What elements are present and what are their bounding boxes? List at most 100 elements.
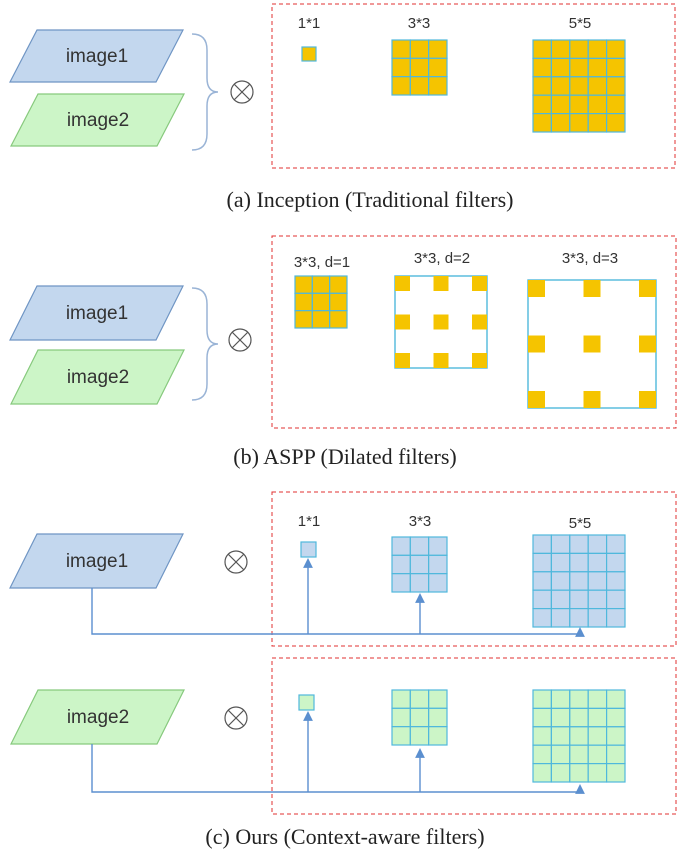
kernel-cell	[550, 76, 571, 96]
filter-label-3x3: 3*3	[408, 15, 431, 32]
kernel-cell	[428, 726, 448, 746]
kernel-cell	[605, 762, 626, 783]
dilated-kernel-cell	[472, 314, 487, 330]
filter-label-d3: 3*3, d=3	[562, 250, 618, 267]
generator-arrows-image2	[91, 711, 585, 794]
filter-grid-1x1	[301, 46, 317, 62]
kernel-cell	[569, 57, 589, 78]
kernel-cell	[587, 534, 608, 554]
kernel-cell	[550, 57, 571, 78]
filter-bank-box	[271, 3, 676, 169]
image1-label: image1	[66, 551, 128, 572]
kernel-cell	[569, 112, 589, 133]
kernel-cell	[605, 57, 626, 78]
dilated-kernel-cell	[433, 353, 449, 368]
dilated-filter-d2	[394, 275, 488, 369]
kernel-cell	[587, 112, 608, 133]
right-brace-icon	[191, 33, 219, 151]
circle-times-icon	[228, 328, 252, 352]
kernel-cell	[569, 744, 589, 765]
dilated-filter-d3	[527, 279, 657, 409]
kernel-cell	[550, 744, 571, 765]
kernel-cell	[605, 689, 626, 709]
kernel-cell	[569, 534, 589, 554]
kernel-cell	[391, 536, 411, 556]
image2-label: image2	[67, 110, 129, 131]
dilated-kernel-cell	[395, 353, 410, 368]
kernel-cell	[409, 39, 430, 59]
kernel-cell	[605, 607, 626, 628]
context-filter-1x1-image1	[300, 541, 317, 558]
kernel-cell	[550, 112, 571, 133]
kernel-cell	[409, 57, 430, 78]
kernel-cell	[605, 707, 626, 728]
kernel-cell	[550, 689, 571, 709]
kernel-cell	[587, 552, 608, 573]
image2-parallelogram: image2	[10, 93, 185, 147]
kernel-cell	[550, 39, 571, 59]
kernel-cell	[391, 39, 411, 59]
kernel-cell	[569, 762, 589, 783]
kernel-cell	[605, 534, 626, 554]
image2-label: image2	[67, 707, 129, 728]
kernel-cell	[605, 94, 626, 115]
generator-arrows-image1	[91, 558, 585, 637]
kernel-cell	[587, 57, 608, 78]
dilated-kernel-cell	[395, 276, 410, 291]
kernel-cell	[587, 744, 608, 765]
kernel-cell	[532, 39, 552, 59]
kernel-cell	[294, 275, 313, 294]
context-filter-5x5-image1	[532, 534, 626, 628]
image1-parallelogram: image1	[9, 29, 184, 83]
dilated-kernel-cell	[472, 276, 487, 291]
dilated-kernel-cell	[583, 335, 601, 353]
kernel-cell	[428, 76, 448, 96]
kernel-cell	[550, 607, 571, 628]
kernel-cell	[569, 607, 589, 628]
kernel-cell	[550, 726, 571, 746]
kernel-cell	[587, 76, 608, 96]
context-filter-5x5-image2	[532, 689, 626, 783]
kernel-cell	[391, 707, 411, 728]
caption-a: (a) Inception (Traditional filters)	[227, 187, 514, 212]
filter-bank-box-top	[271, 491, 677, 647]
kernel-cell	[298, 694, 315, 711]
circle-times-icon	[230, 80, 254, 104]
kernel-cell	[391, 726, 411, 746]
kernel-cell	[587, 589, 608, 610]
kernel-cell	[587, 726, 608, 746]
kernel-cell	[569, 689, 589, 709]
kernel-cell	[428, 57, 448, 78]
kernel-cell	[605, 589, 626, 610]
dilated-kernel-cell	[433, 314, 449, 330]
kernel-cell	[428, 554, 448, 575]
kernel-cell	[391, 76, 411, 96]
kernel-cell	[569, 571, 589, 591]
panel-c: image1 1*1 3*3 5*5 image2	[9, 491, 677, 849]
kernel-cell	[428, 707, 448, 728]
context-filter-3x3-image2	[391, 689, 448, 746]
kernel-cell	[587, 689, 608, 709]
filter-grid-3x3	[391, 39, 448, 96]
dilated-kernel-cell	[639, 280, 656, 297]
kernel-cell	[294, 310, 313, 329]
kernel-cell	[532, 94, 552, 115]
kernel-cell	[532, 607, 552, 628]
filter-label-1x1: 1*1	[298, 513, 321, 530]
caption-c: (c) Ours (Context-aware filters)	[205, 824, 484, 849]
panel-a: image1 image2 1*1 3*3 5*5 (a) Inception …	[9, 3, 676, 212]
kernel-cell	[532, 707, 552, 728]
kernel-cell	[409, 536, 430, 556]
kernel-cell	[294, 292, 313, 312]
kernel-cell	[587, 39, 608, 59]
kernel-cell	[605, 571, 626, 591]
kernel-cell	[532, 534, 552, 554]
filter-label-5x5: 5*5	[569, 15, 592, 32]
kernel-cell	[329, 292, 348, 312]
kernel-cell	[532, 112, 552, 133]
kernel-cell	[391, 57, 411, 78]
dilated-kernel-cell	[528, 280, 545, 297]
image2-parallelogram: image2	[10, 689, 185, 745]
kernel-cell	[569, 707, 589, 728]
